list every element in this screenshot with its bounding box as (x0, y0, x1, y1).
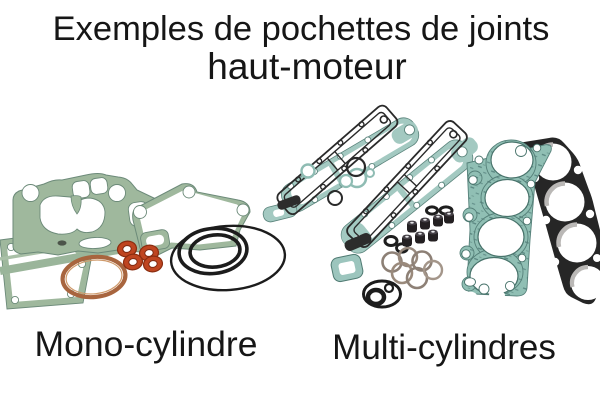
svg-text:Multi-cylindres: Multi-cylindres (332, 328, 556, 367)
svg-text:Exemples de pochettes de joint: Exemples de pochettes de joints (53, 10, 550, 48)
svg-text:Mono-cylindre: Mono-cylindre (35, 324, 258, 364)
svg-text:haut-moteur: haut-moteur (207, 46, 407, 87)
